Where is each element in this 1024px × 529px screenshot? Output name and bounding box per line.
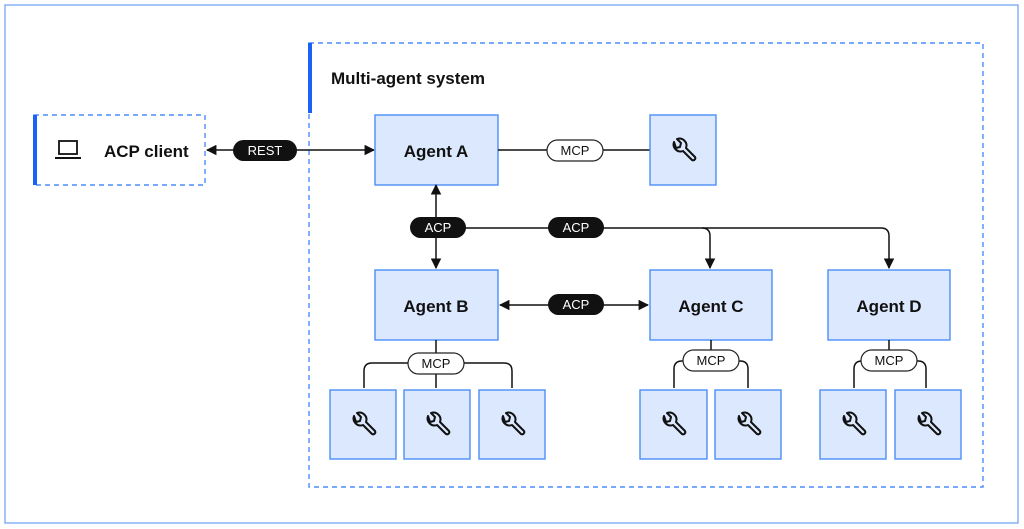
agent-d-label: Agent D bbox=[856, 297, 921, 316]
system-title: Multi-agent system bbox=[331, 69, 485, 88]
agent-b-label: Agent B bbox=[403, 297, 468, 316]
acp-bc-label: ACP bbox=[563, 297, 590, 312]
mcp-d-label: MCP bbox=[875, 353, 904, 368]
system-accent-bar bbox=[308, 43, 312, 113]
acp-client-label: ACP client bbox=[104, 142, 189, 161]
rest-label: REST bbox=[248, 143, 283, 158]
agent-a-label: Agent A bbox=[404, 142, 469, 161]
acp-to-d-connector bbox=[702, 227, 895, 270]
agent-b-box bbox=[374, 269, 499, 341]
acp-vertical-pill bbox=[410, 217, 466, 238]
client-accent-bar bbox=[33, 115, 37, 185]
mcp-c-pill bbox=[682, 349, 740, 372]
mcp-b-pill bbox=[407, 352, 465, 375]
mcp-d-pill bbox=[860, 349, 918, 372]
acp-bc-pill bbox=[548, 294, 604, 315]
mcp-a-label: MCP bbox=[561, 143, 590, 158]
agent-b-tool-3 bbox=[478, 389, 546, 460]
mcp-b-label: MCP bbox=[422, 356, 451, 371]
acp-horizontal-label: ACP bbox=[563, 220, 590, 235]
rest-pill bbox=[233, 140, 297, 161]
acp-vertical-label: ACP bbox=[425, 220, 452, 235]
acp-client-box bbox=[33, 114, 206, 186]
laptop-icon bbox=[55, 140, 81, 159]
mcp-c-label: MCP bbox=[697, 353, 726, 368]
acp-horizontal-pill bbox=[548, 217, 604, 238]
mcp-a-pill bbox=[546, 139, 604, 162]
agent-d-box bbox=[827, 269, 951, 341]
agent-c-label: Agent C bbox=[678, 297, 743, 316]
